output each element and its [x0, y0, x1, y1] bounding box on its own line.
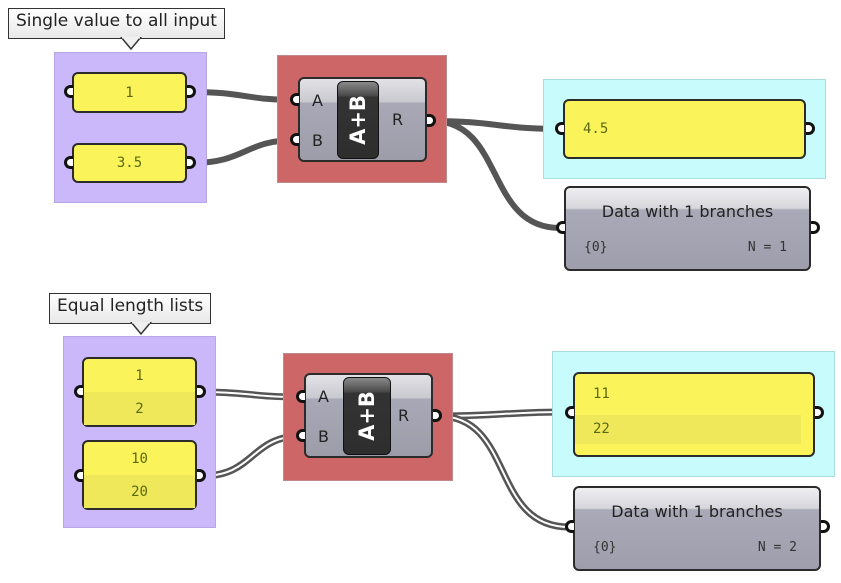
output-grip-icon[interactable] — [197, 469, 206, 482]
panel-value: 4.5 — [583, 121, 609, 137]
example-1-output-panel[interactable]: 4.5 — [563, 99, 806, 159]
input-a-label: A — [318, 387, 329, 406]
example-1-input-panel-1[interactable]: 1 — [72, 72, 187, 113]
output-r-label: R — [392, 110, 404, 129]
data-panel-path: {0} — [584, 240, 608, 255]
data-panel-title: Data with 1 branches — [601, 202, 774, 221]
input-b-grip-icon[interactable] — [290, 133, 299, 146]
output-r-label: R — [398, 406, 410, 425]
input-grip-icon[interactable] — [74, 385, 83, 398]
input-a-grip-icon[interactable] — [290, 93, 299, 106]
input-a-label: A — [312, 91, 323, 110]
component-name: A+B — [346, 95, 370, 145]
input-a-grip-icon[interactable] — [296, 390, 305, 403]
panel-value: 1 — [135, 367, 144, 384]
example-2-label: Equal length lists — [57, 296, 204, 316]
output-r-grip-icon[interactable] — [433, 409, 442, 422]
panel-value: 2 — [135, 400, 144, 417]
example-2-data-panel[interactable]: Data with 1 branches {0} N = 2 — [573, 486, 821, 571]
input-b-grip-icon[interactable] — [296, 429, 305, 442]
input-grip-icon[interactable] — [565, 406, 574, 419]
component-icon-block: A+B — [343, 377, 391, 455]
example-1-addition-component[interactable]: A B R A+B — [298, 77, 427, 162]
input-grip-icon[interactable] — [64, 85, 73, 98]
example-1-label: Single value to all input — [16, 11, 217, 31]
output-grip-icon[interactable] — [187, 156, 196, 169]
wire-r-to-data-panel[interactable] — [429, 118, 563, 231]
output-grip-icon[interactable] — [197, 385, 206, 398]
input-grip-icon[interactable] — [74, 469, 83, 482]
example-2-label-bubble: Equal length lists — [49, 293, 212, 324]
bubble-pointer-icon — [130, 322, 152, 336]
example-2-addition-component[interactable]: A B R A+B — [304, 373, 433, 458]
input-grip-icon[interactable] — [555, 122, 564, 135]
input-grip-icon[interactable] — [556, 221, 565, 234]
output-grip-icon[interactable] — [821, 520, 830, 533]
input-b-label: B — [318, 427, 329, 446]
data-panel-title: Data with 1 branches — [611, 502, 783, 521]
output-grip-icon[interactable] — [811, 221, 820, 234]
output-grip-icon[interactable] — [806, 122, 815, 135]
panel-value: 22 — [593, 421, 610, 438]
output-grip-icon[interactable] — [187, 85, 196, 98]
example-2-input-panel-1[interactable]: 1 2 — [82, 357, 197, 427]
bubble-pointer-icon — [120, 37, 142, 51]
panel-value: 11 — [593, 386, 610, 403]
input-grip-icon[interactable] — [565, 520, 574, 533]
panel-value: 10 — [131, 450, 148, 467]
data-panel-count: N = 1 — [747, 240, 787, 255]
output-r-grip-icon[interactable] — [427, 114, 436, 127]
input-grip-icon[interactable] — [64, 156, 73, 169]
data-panel-count: N = 2 — [757, 540, 797, 555]
output-grip-icon[interactable] — [815, 406, 824, 419]
component-icon-block: A+B — [337, 81, 379, 159]
example-1-label-bubble: Single value to all input — [8, 8, 225, 39]
wire-list-r-to-data-panel[interactable] — [437, 412, 570, 531]
input-b-label: B — [312, 131, 323, 150]
component-name: A+B — [355, 391, 379, 441]
example-1-input-panel-2[interactable]: 3.5 — [72, 143, 187, 183]
panel-value: 1 — [125, 84, 134, 101]
example-2-output-panel[interactable]: 11 22 — [573, 372, 815, 457]
example-2-input-panel-2[interactable]: 10 20 — [82, 440, 197, 510]
panel-value: 20 — [131, 483, 148, 500]
panel-value: 3.5 — [116, 155, 143, 171]
example-1-data-panel[interactable]: Data with 1 branches {0} N = 1 — [564, 186, 811, 271]
data-panel-path: {0} — [593, 540, 617, 555]
